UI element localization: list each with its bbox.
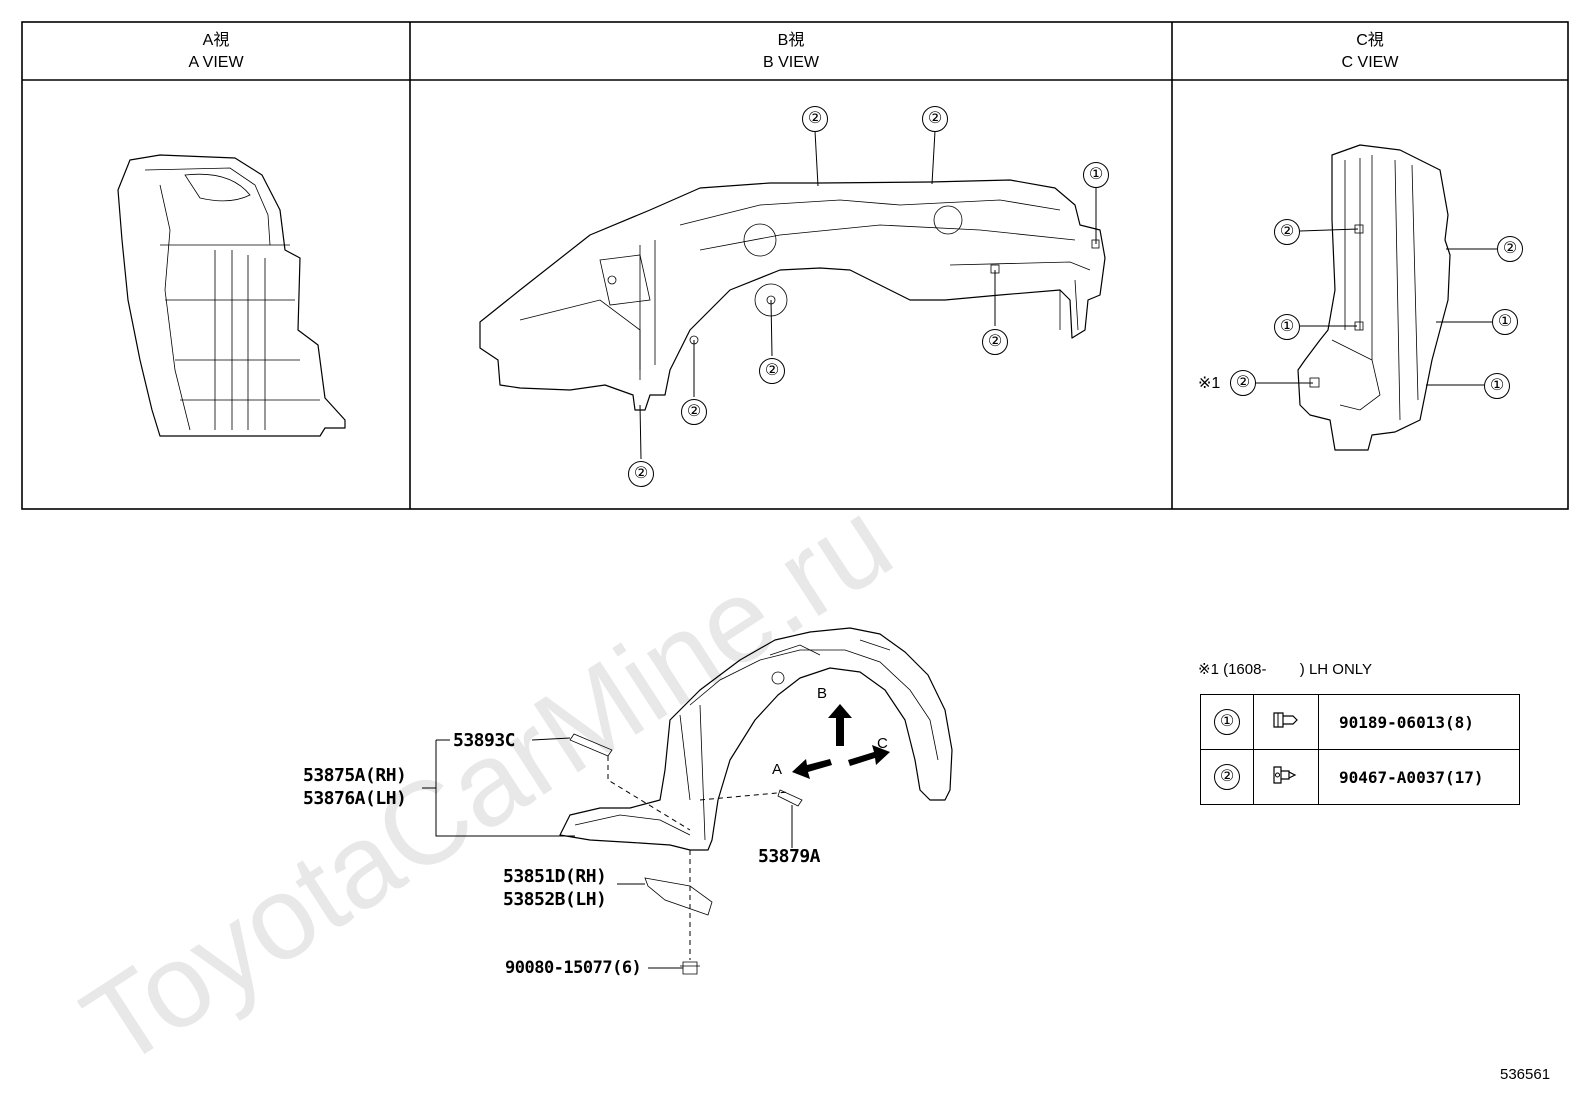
arrow-a-label: A — [772, 761, 783, 778]
legend-key-1: ① — [1214, 709, 1240, 735]
c-callout-2-note: ② — [1230, 370, 1256, 396]
b-callout-1: ① — [1083, 162, 1109, 188]
b-view-title-en: B VIEW — [762, 54, 819, 71]
arrow-c-icon — [848, 745, 890, 766]
part-label-53851d: 53851D(RH) — [503, 866, 607, 887]
c-callout-2-right: ② — [1497, 236, 1523, 262]
b-view-leaders — [639, 130, 1097, 460]
b-callout-2-center: ② — [759, 358, 785, 384]
clip-icon — [1273, 711, 1298, 728]
c-callout-1-right: ① — [1492, 309, 1518, 335]
c-view-note-marker: ※1 — [1198, 375, 1221, 392]
part-label-53875a: 53875A(RH) — [303, 765, 407, 786]
a-view-liner — [117, 154, 346, 437]
legend-icon-cell — [1253, 694, 1319, 750]
legend-note: ※1 (1608- ) LH ONLY — [1198, 661, 1373, 678]
legend-part-1: 90189-06013(8) — [1318, 694, 1520, 750]
c-view-title-en: C VIEW — [1341, 54, 1399, 71]
c-view-leaders — [1256, 228, 1497, 386]
a-view-header: A視 A VIEW — [22, 22, 410, 80]
b-view-header: B視 B VIEW — [410, 22, 1172, 80]
legend-key-cell: ② — [1200, 749, 1254, 805]
b-callout-2-mid-right: ② — [982, 329, 1008, 355]
b-callout-2-top-left: ② — [802, 106, 828, 132]
arrow-b-label: B — [817, 685, 828, 702]
c-callout-1-lower: ① — [1484, 373, 1510, 399]
legend-row: ② 90467-A0037(17) — [1200, 749, 1520, 805]
arrow-b-icon — [828, 704, 852, 746]
b-view-liner — [479, 179, 1106, 411]
c-view-header: C視 C VIEW — [1172, 22, 1568, 80]
c-callout-1-left: ① — [1274, 314, 1300, 340]
c-view-liner — [1297, 144, 1451, 451]
a-view-title-en: A VIEW — [188, 54, 244, 71]
b-view-title-ja: B視 — [777, 32, 805, 49]
b-callout-2-lower-left: ② — [681, 399, 707, 425]
legend-key-cell: ① — [1200, 694, 1254, 750]
legend-row: ① 90189-06013(8) — [1200, 694, 1520, 750]
fender-liner-assembly — [422, 627, 953, 975]
legend-part-2: 90467-A0037(17) — [1318, 749, 1520, 805]
part-label-90080: 90080-15077(6) — [505, 958, 642, 978]
legend-icon-cell — [1253, 749, 1319, 805]
fastener-legend-table: ① 90189-06013(8) ② 90467-A0037(17) — [1200, 694, 1520, 805]
b-callout-2-bottom: ② — [628, 461, 654, 487]
legend-key-2: ② — [1214, 764, 1240, 790]
diagram-id: 536561 — [1500, 1066, 1551, 1083]
arrow-c-label: C — [877, 735, 888, 752]
c-callout-2-left: ② — [1274, 219, 1300, 245]
arrow-a-icon — [792, 759, 832, 779]
a-view-title-ja: A視 — [202, 32, 230, 49]
part-label-53893c: 53893C — [453, 730, 516, 751]
c-view-title-ja: C視 — [1356, 32, 1384, 49]
part-label-53852b: 53852B(LH) — [503, 889, 607, 910]
part-label-53879a: 53879A — [758, 846, 821, 867]
view-panels-frame — [21, 21, 1569, 510]
push-rivet-icon — [1273, 765, 1297, 784]
part-label-53876a: 53876A(LH) — [303, 788, 407, 809]
b-callout-2-top-right: ② — [922, 106, 948, 132]
